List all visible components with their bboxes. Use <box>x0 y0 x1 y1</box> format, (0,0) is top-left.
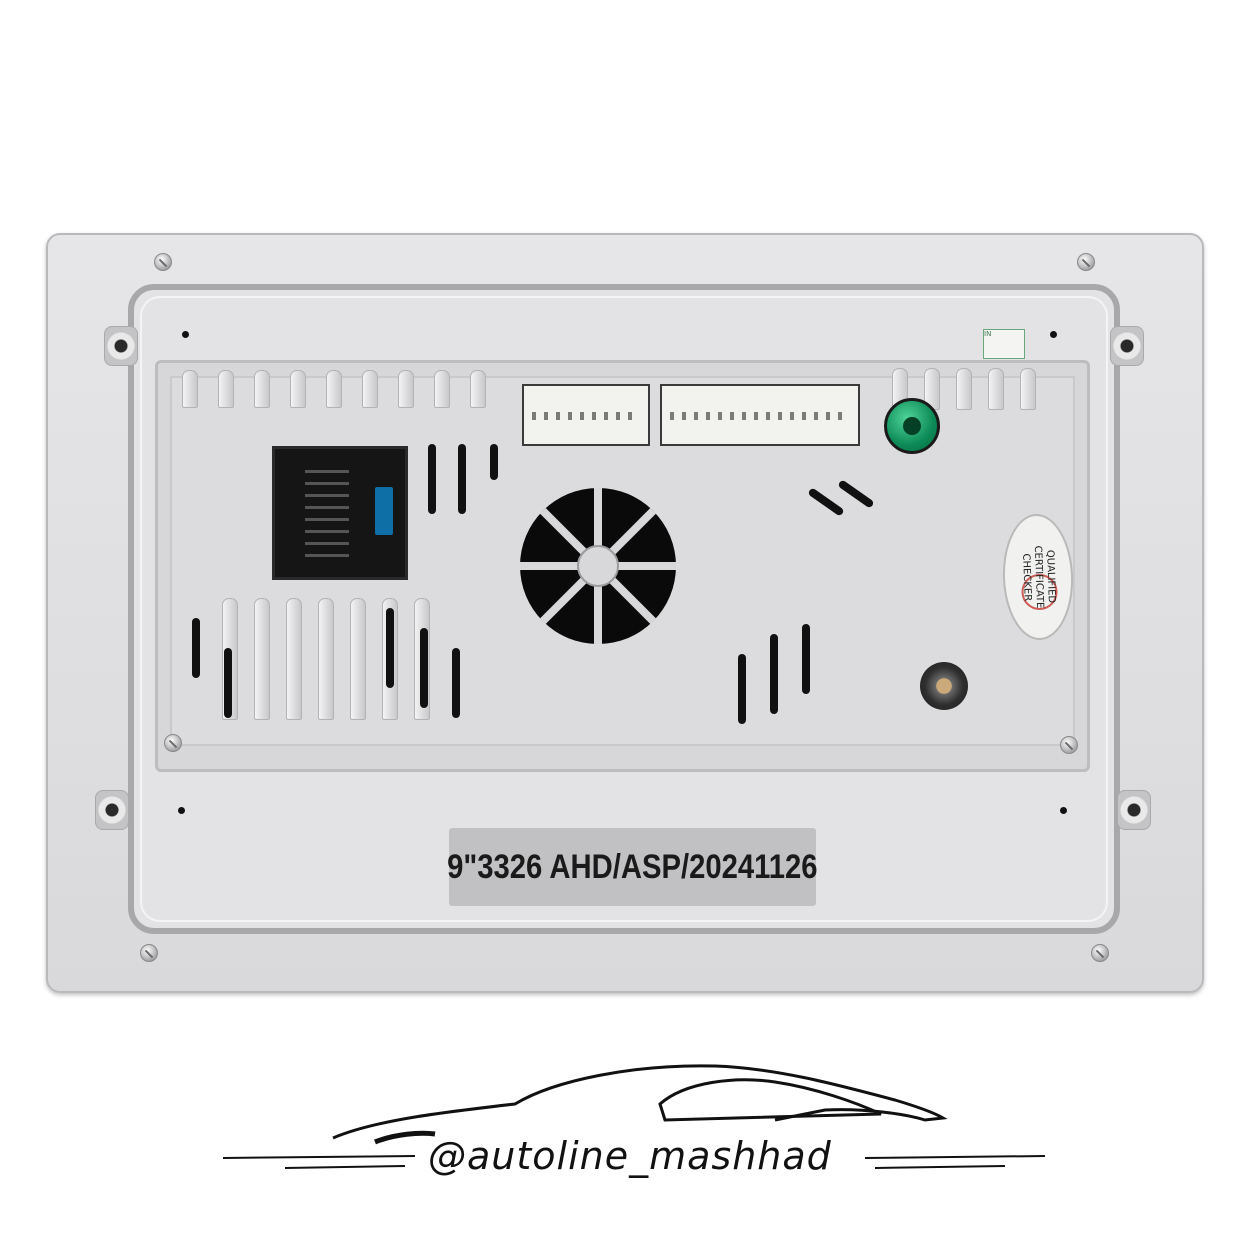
watermark-handle: @autoline_mashhad <box>428 1134 832 1178</box>
mounting-bracket <box>1110 326 1144 366</box>
sticker-line-3: CHECKER <box>1020 553 1033 602</box>
car-silhouette-logo <box>222 1064 1046 1169</box>
screw-icon <box>1060 736 1078 754</box>
screw-icon <box>164 734 182 752</box>
harness-connector <box>660 384 860 446</box>
screw-icon <box>1077 253 1095 271</box>
radio-antenna-jack <box>920 662 968 710</box>
cooling-fan <box>520 488 676 644</box>
inner-frame-highlight <box>140 296 1108 922</box>
mount-hole <box>182 331 189 338</box>
harness-connector <box>522 384 650 446</box>
screw-icon <box>154 253 172 271</box>
sticker-line-2: CERTIFICATE <box>1031 545 1046 609</box>
terminal-label: IN <box>983 329 1025 359</box>
fuse <box>375 487 393 535</box>
mounting-bracket <box>104 326 138 366</box>
mount-hole <box>178 807 185 814</box>
mount-hole <box>1060 807 1067 814</box>
sticker-line-1: QUALIFIED <box>1044 549 1057 604</box>
model-label: 9"3326 AHD/ASP/20241126 <box>447 847 818 886</box>
model-label-plate: 9"3326 AHD/ASP/20241126 <box>447 828 818 906</box>
gps-antenna-connector <box>884 398 940 454</box>
iso-power-connector <box>272 446 408 580</box>
mounting-bracket <box>1117 790 1151 830</box>
mounting-bracket <box>95 790 129 830</box>
screw-icon <box>140 944 158 962</box>
mount-hole <box>1050 331 1057 338</box>
screw-icon <box>1091 944 1109 962</box>
